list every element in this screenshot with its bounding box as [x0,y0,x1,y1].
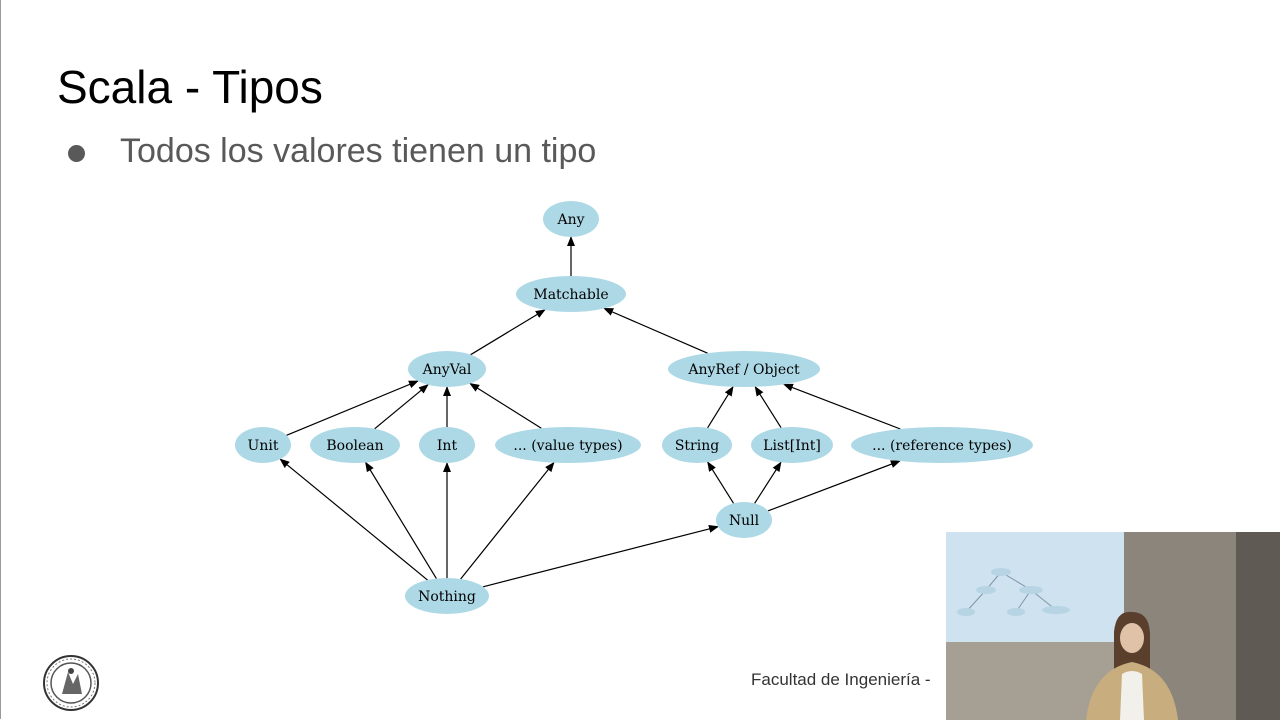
node-unit-label: Unit [248,438,279,454]
node-anyval: AnyVal [408,351,486,387]
node-matchable: Matchable [516,276,626,312]
node-anyval-label: AnyVal [422,362,472,378]
node-unit: Unit [235,427,291,463]
footer-text: Facultad de Ingeniería - [751,670,931,689]
node-int-label: Int [437,438,458,454]
node-matchable-label: Matchable [533,287,608,303]
node-boolean-shape [310,427,400,463]
node-any: Any [543,201,599,237]
node-list_int: List[Int] [751,427,833,463]
node-boolean: Boolean [310,427,400,463]
diagram-edges [279,236,901,588]
node-list_int-label: List[Int] [763,438,821,454]
node-matchable-shape [516,276,626,312]
edge-nothing-to-value_types [460,461,555,580]
node-anyval-shape [408,351,486,387]
node-value_types: ... (value types) [495,427,641,463]
node-any-label: Any [556,212,584,228]
edge-null-to-list_int [754,461,782,504]
slide-title: Scala - Tipos [57,61,323,113]
node-value_types-label: ... (value types) [513,438,622,454]
node-int-shape [419,427,475,463]
bullet-text: Todos los valores tienen un tipo [120,132,597,170]
edge-null-to-string [707,461,735,504]
edge-reference_types-to-anyref [782,383,901,430]
node-unit-shape [235,427,291,463]
node-anyref-shape [668,351,820,387]
node-boolean-label: Boolean [326,438,383,454]
node-string-label: String [675,438,719,454]
node-value_types-shape [495,427,641,463]
edge-nothing-to-null [482,525,719,588]
node-reference_types-label: ... (reference types) [872,438,1012,454]
edge-boolean-to-anyval [374,384,429,430]
node-string-shape [662,427,732,463]
edge-unit-to-anyval [286,380,419,436]
edge-string-to-anyref [707,385,734,429]
node-int: Int [419,427,475,463]
node-nothing: Nothing [405,578,489,614]
node-null: Null [716,502,772,538]
webcam-feed [946,532,1280,720]
node-reference_types: ... (reference types) [851,427,1033,463]
node-list_int-shape [751,427,833,463]
node-reference_types-shape [851,427,1033,463]
edge-nothing-to-unit [279,458,428,581]
edge-value_types-to-anyval [469,382,542,429]
edge-nothing-to-boolean [365,461,437,579]
edge-anyref-to-matchable [603,307,708,354]
node-anyref-label: AnyRef / Object [687,362,800,378]
node-anyref: AnyRef / Object [668,351,820,387]
bullet-dot-icon [68,145,85,162]
node-nothing-shape [405,578,489,614]
node-null-label: Null [729,513,760,529]
edge-list_int-to-anyref [754,385,782,428]
edge-anyval-to-matchable [470,309,546,356]
edge-null-to-reference_types [767,460,901,512]
node-null-shape [716,502,772,538]
university-seal-icon [43,655,99,711]
node-nothing-label: Nothing [418,589,476,605]
node-any-shape [543,201,599,237]
node-string: String [662,427,732,463]
